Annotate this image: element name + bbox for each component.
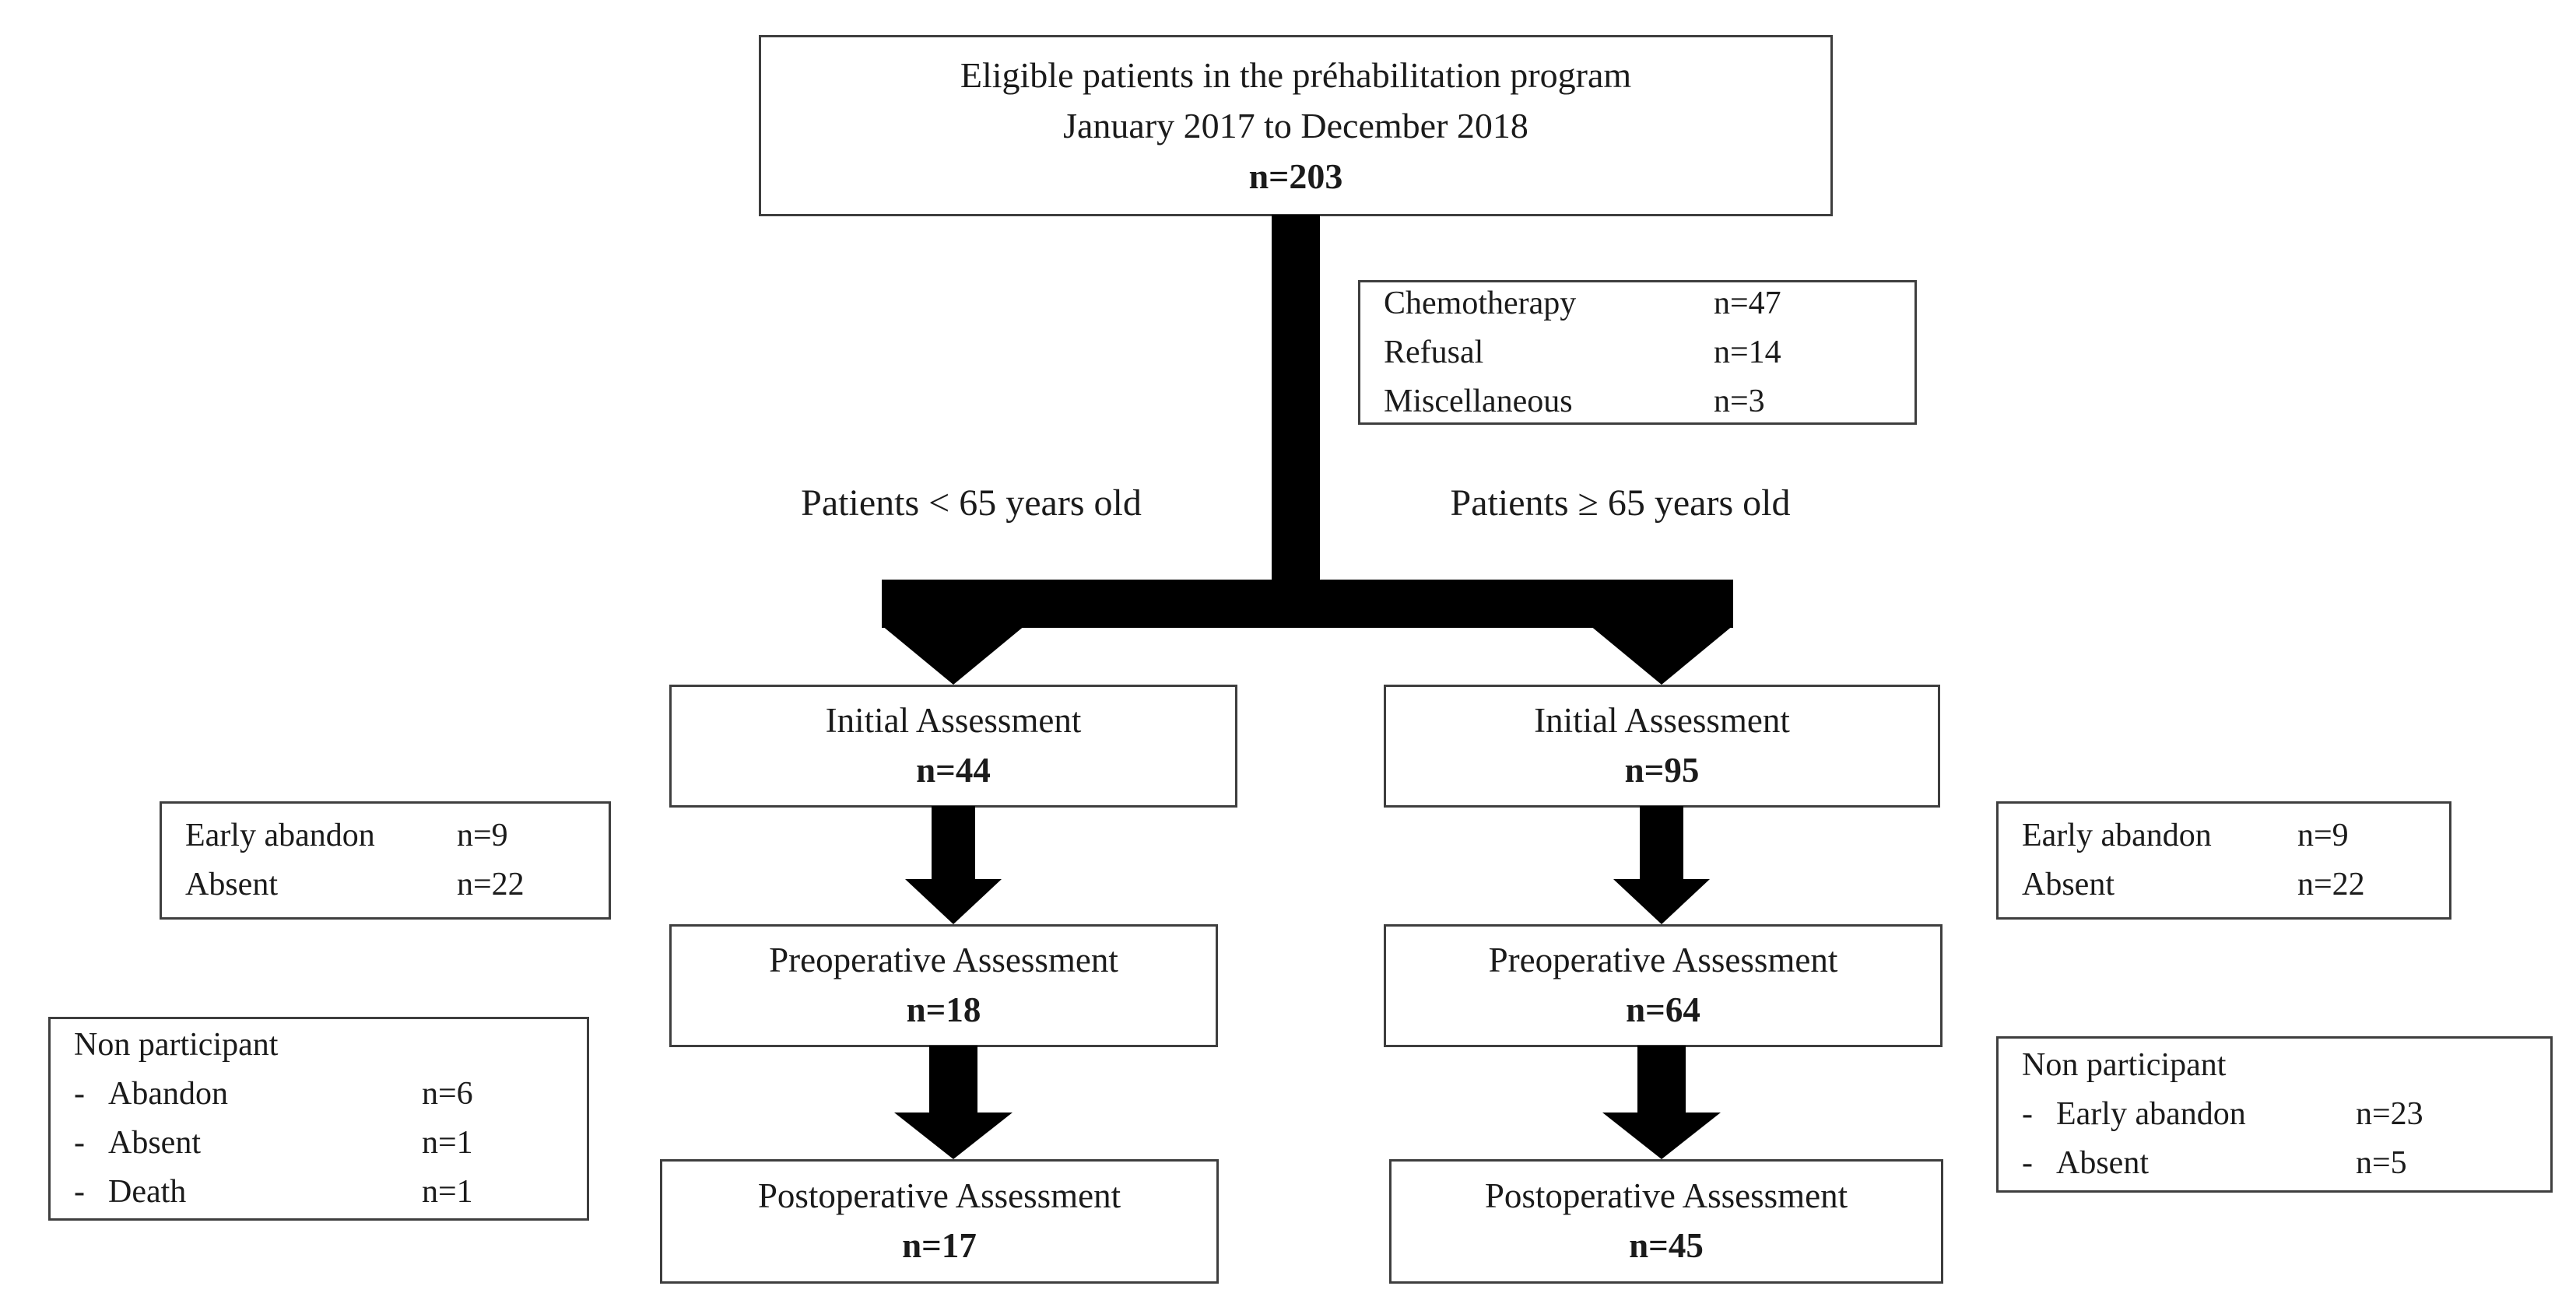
eligible-line1: Eligible patients in the préhabilitation… [960,54,1632,95]
exclusion-row: Refusal n=14 [1384,328,1883,377]
initial-right-count: n=95 [1624,751,1700,790]
nonparticipant-label: Early abandon [2056,1096,2246,1132]
nonparticipant-row: - Death n=1 [74,1168,556,1217]
exclusion-label: Refusal [1384,334,1484,370]
nonparticipant-row: - Abandon n=6 [74,1070,556,1119]
postop-assessment-right-box: Postoperative Assessment n=45 [1389,1159,1943,1284]
dropout-count: n=22 [457,867,525,902]
preop-assessment-left-box: Preoperative Assessment n=18 [669,924,1218,1047]
dropout-label: Absent [185,867,278,902]
exclusion-count: n=3 [1714,383,1765,419]
exclusion-count: n=14 [1714,334,1781,370]
initial-right-title: Initial Assessment [1534,701,1790,741]
nonparticipant-label: Death [108,1174,187,1210]
branch-label-under65: Patients < 65 years old [801,482,1142,524]
nonparticipant-count: n=5 [2356,1145,2407,1181]
eligible-patients-box: Eligible patients in the préhabilitation… [759,35,1833,216]
arrow-preop-postop-left [929,1046,977,1117]
exclusion-label: Chemotherapy [1384,285,1577,321]
initial-left-title: Initial Assessment [825,701,1082,741]
dropout-count: n=9 [2297,818,2349,853]
postop-left-title: Postoperative Assessment [757,1176,1121,1216]
preop-left-count: n=18 [906,990,981,1029]
dash-bullet: - [2022,1145,2033,1181]
preop-right-title: Preoperative Assessment [1488,941,1838,980]
nonparticipant-count: n=23 [2356,1096,2423,1132]
dropout-row: Absent n=22 [2022,860,2418,909]
arrowhead-preop-postop-right-icon [1602,1113,1721,1159]
dropout-right-box: Early abandon n=9 Absent n=22 [1996,801,2451,920]
nonparticipant-label: Absent [2056,1145,2149,1181]
initial-assessment-right-box: Initial Assessment n=95 [1384,685,1940,808]
branch-label-over65: Patients ≥ 65 years old [1450,482,1791,524]
dash-bullet: - [2022,1096,2033,1132]
dropout-label: Early abandon [2022,818,2212,853]
arrowhead-initial-preop-right-icon [1613,879,1710,924]
nonparticipant-left-box: Non participant - Abandon n=6 - Absent n… [48,1017,589,1221]
split-arrowhead-left-icon [882,625,1025,685]
dash-bullet: - [74,1076,85,1112]
exclusion-count: n=47 [1714,285,1781,321]
split-bar-arrow [882,580,1733,628]
dropout-row: Absent n=22 [185,860,577,909]
arrow-preop-postop-right [1637,1046,1686,1117]
trunk-arrow [1272,215,1320,584]
dropout-count: n=9 [457,818,508,853]
nonparticipant-right-title: Non participant [2022,1047,2227,1083]
exclusions-box: Chemotherapy n=47 Refusal n=14 Miscellan… [1358,280,1917,425]
preop-left-title: Preoperative Assessment [769,941,1118,980]
postop-assessment-left-box: Postoperative Assessment n=17 [660,1159,1219,1284]
dash-bullet: - [74,1174,85,1210]
exclusion-row: Chemotherapy n=47 [1384,279,1883,328]
nonparticipant-count: n=6 [422,1076,473,1112]
dropout-row: Early abandon n=9 [185,811,577,860]
arrowhead-preop-postop-left-icon [894,1113,1013,1159]
dropout-count: n=22 [2297,867,2365,902]
eligible-line2: January 2017 to December 2018 [1063,105,1528,145]
postop-right-title: Postoperative Assessment [1484,1176,1848,1216]
nonparticipant-row: - Absent n=5 [2022,1139,2519,1188]
initial-assessment-left-box: Initial Assessment n=44 [669,685,1237,808]
dash-bullet: - [74,1125,85,1161]
split-arrowhead-right-icon [1590,625,1733,685]
initial-left-count: n=44 [916,751,991,790]
nonparticipant-label: Absent [108,1125,201,1161]
postop-left-count: n=17 [902,1226,977,1265]
nonparticipant-count: n=1 [422,1174,473,1210]
exclusion-row: Miscellaneous n=3 [1384,377,1883,426]
nonparticipant-row: - Early abandon n=23 [2022,1090,2519,1139]
preop-right-count: n=64 [1626,990,1700,1029]
exclusion-label: Miscellaneous [1384,383,1573,419]
eligible-count: n=203 [1248,156,1343,197]
arrow-initial-preop-left [932,806,975,884]
nonparticipant-right-box: Non participant - Early abandon n=23 - A… [1996,1036,2553,1193]
arrow-initial-preop-right [1640,806,1683,884]
dropout-label: Early abandon [185,818,375,853]
nonparticipant-label: Abandon [108,1076,228,1112]
nonparticipant-left-title: Non participant [74,1027,279,1063]
postop-right-count: n=45 [1629,1226,1704,1265]
nonparticipant-count: n=1 [422,1125,473,1161]
dropout-label: Absent [2022,867,2114,902]
nonparticipant-row: - Absent n=1 [74,1119,556,1168]
dropout-row: Early abandon n=9 [2022,811,2418,860]
dropout-left-box: Early abandon n=9 Absent n=22 [160,801,611,920]
preop-assessment-right-box: Preoperative Assessment n=64 [1384,924,1943,1047]
arrowhead-initial-preop-left-icon [905,879,1002,924]
